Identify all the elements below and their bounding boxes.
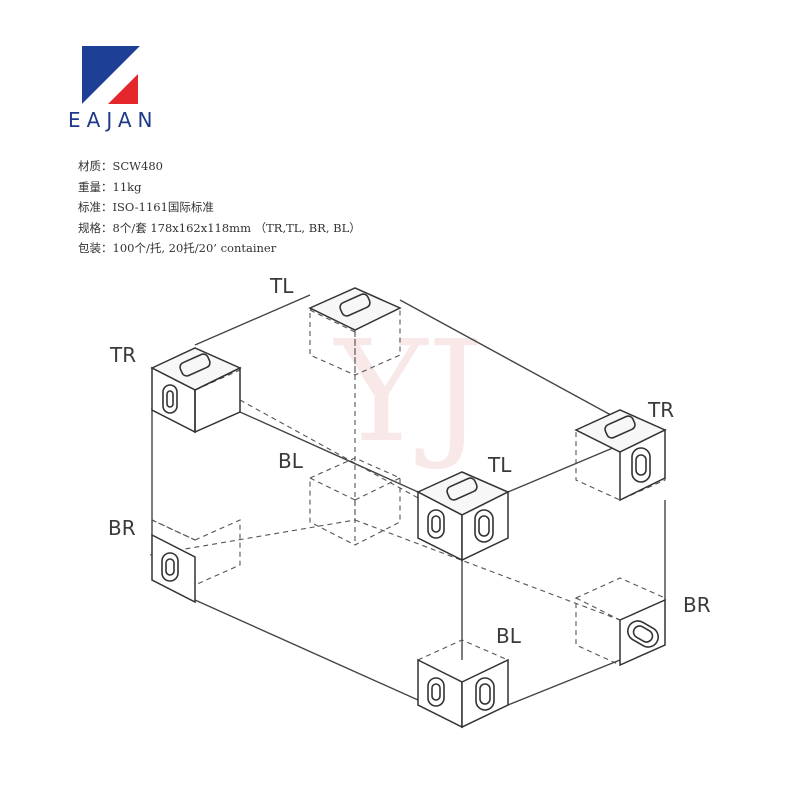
brand-name: EAJAN [68,108,159,132]
spec-packing: 包装：100个/托, 20托/20’ container [78,241,277,255]
label-br-left: BR [108,516,136,540]
corner-right-bottom-br [619,598,666,667]
label-bl-front: BL [496,624,522,648]
corner-front-top-tl [416,471,510,562]
label-tl-front: TL [487,453,512,477]
spec-list: 材质：SCW480 重量：11kg 标准：ISO-1161国际标准 规格：8个/… [78,156,361,259]
visible-edges [151,294,666,706]
eajan-logo [82,46,148,104]
label-tr-left: TR [109,343,136,367]
spec-size: 规格：8个/套 178x162x118mm （TR,TL, BR, BL） [78,220,361,235]
corner-front-bottom-bl [417,658,509,729]
corner-back-top-tl [308,287,402,331]
label-tr-right: TR [647,398,674,422]
label-bl-back: BL [278,449,304,473]
spec-material: 材质：SCW480 [78,159,163,173]
spec-standard: 标准：ISO-1161国际标准 [78,200,214,214]
watermark: YJ [333,311,484,474]
label-br-right: BR [683,593,711,617]
corner-right-top-tr [574,409,667,502]
spec-weight: 重量：11kg [78,179,142,194]
corner-left-top-tr [150,347,242,434]
logo-white-stripe [82,46,148,104]
corner-left-bottom-br [151,533,196,604]
logo-red-shape [108,74,138,104]
label-tl-back: TL [269,274,294,298]
